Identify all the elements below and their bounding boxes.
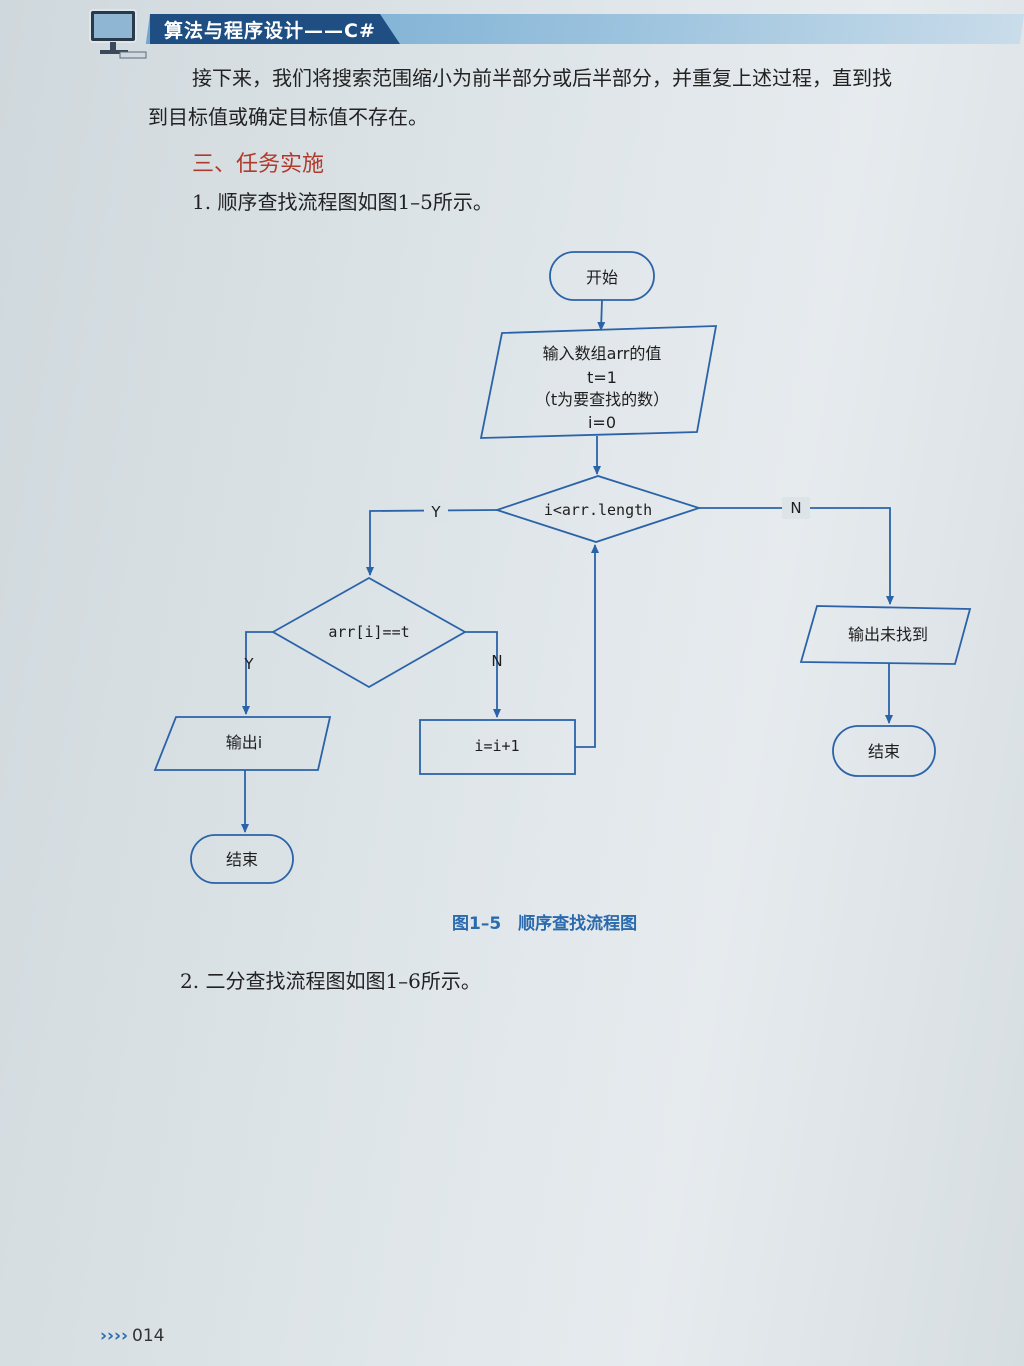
list-item-2: 2. 二分查找流程图如图1–6所示。 — [180, 969, 481, 993]
book-title: 算法与程序设计——C# — [164, 20, 376, 42]
input-text-line-3: （t为要查找的数） — [535, 390, 669, 409]
compare-condition-text: arr[i]==t — [328, 623, 409, 641]
start-text: 开始 — [586, 268, 618, 287]
not-found-text: 输出未找到 — [848, 625, 928, 644]
arrow-cmp-yes — [242, 631, 273, 715]
arrow-loop-no — [699, 507, 894, 605]
figure-caption: 图1–5 顺序查找流程图 — [452, 914, 638, 934]
paragraph-line-2: 到目标值或确定目标值不存在。 — [148, 105, 428, 129]
arrow-loop-yes — [366, 509, 498, 576]
end-right-text: 结束 — [868, 742, 900, 761]
end-terminal-left — [190, 834, 294, 884]
arrow-cmp-no — [465, 631, 501, 718]
list-item-1: 1. 顺序查找流程图如图1–5所示。 — [192, 190, 493, 214]
input-parallelogram — [479, 325, 718, 439]
header-tab — [150, 14, 400, 44]
arrow-start-input — [597, 299, 606, 331]
not-found-parallelogram — [799, 605, 972, 665]
monitor-icon — [89, 9, 147, 59]
input-text-line-4: i=0 — [588, 413, 616, 432]
output-i-text: 输出i — [226, 733, 262, 752]
paragraph-line-1: 接下来，我们将搜索范围缩小为前半部分或后半部分，并重复上述过程，直到找 — [192, 66, 892, 90]
page-footer: ››››014 — [100, 1326, 164, 1346]
label-cmp-yes: Y — [243, 655, 254, 673]
end-left-text: 结束 — [226, 850, 258, 869]
input-text-line-1: 输入数组arr的值 — [543, 344, 662, 363]
label-loop-no: N — [790, 499, 801, 517]
input-text-line-2: t=1 — [587, 368, 617, 387]
loop-condition-text: i<arr.length — [544, 501, 652, 519]
section-heading: 三、任务实施 — [192, 152, 325, 177]
page-number: 014 — [132, 1326, 165, 1346]
footer-arrows-icon: ›››› — [100, 1326, 129, 1346]
output-i-parallelogram — [153, 716, 332, 771]
increment-text: i=i+1 — [474, 737, 519, 755]
arrow-increment-back — [575, 544, 599, 748]
end-terminal-right — [832, 725, 936, 777]
label-cmp-no: N — [491, 652, 502, 670]
label-loop-yes: Y — [430, 503, 441, 521]
